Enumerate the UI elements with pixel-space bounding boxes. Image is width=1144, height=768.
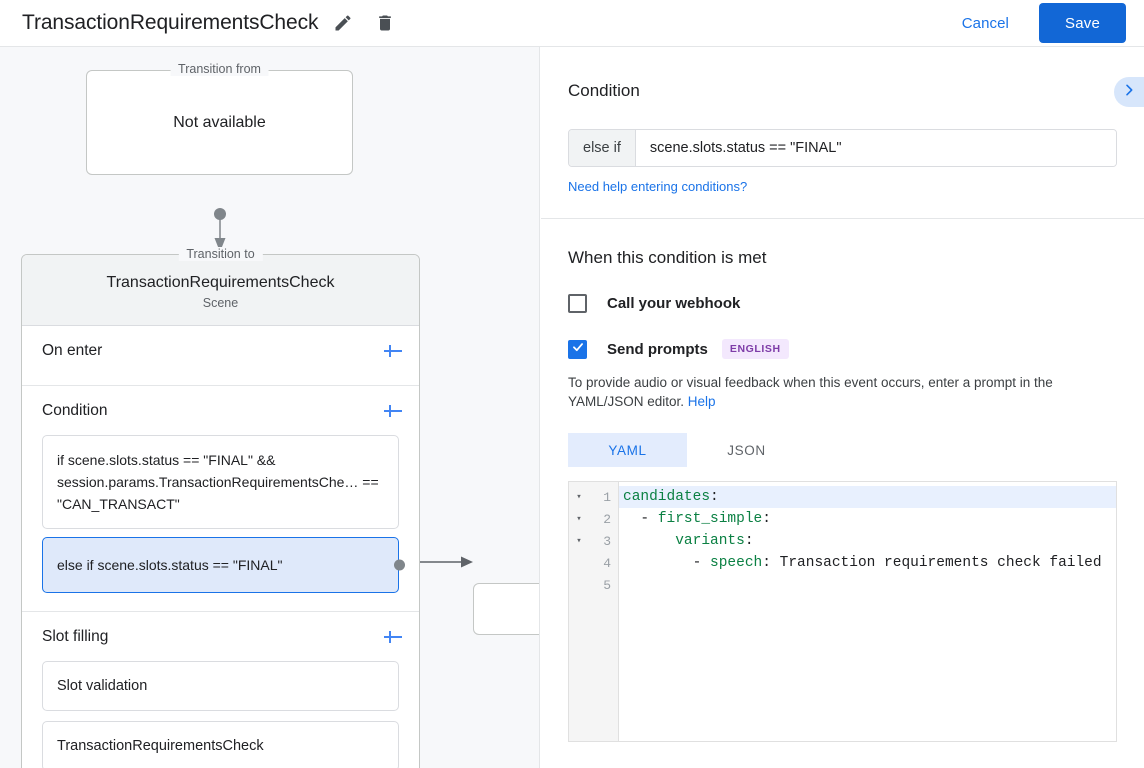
transition-from-card[interactable]: Transition from Not available: [86, 62, 353, 175]
line-number: 1: [603, 489, 611, 505]
send-prompts-label: Send prompts: [607, 340, 708, 358]
condition-prefix-label: else if: [569, 130, 636, 166]
editor-gutter-row: 4: [569, 552, 618, 574]
scene-name: TransactionRequirementsCheck: [106, 274, 335, 291]
tab-json[interactable]: JSON: [727, 442, 766, 458]
condition-input-row[interactable]: else if: [568, 129, 1117, 167]
yaml-text: :: [762, 511, 771, 527]
yaml-text: :: [710, 489, 719, 505]
editor-gutter-row: 5: [569, 574, 618, 596]
section-title-condition: Condition: [42, 401, 108, 419]
line-number: 3: [603, 533, 611, 549]
slot-filling-item[interactable]: TransactionRequirementsCheck: [42, 721, 399, 768]
fold-toggle-icon[interactable]: ▾: [576, 536, 582, 546]
prompts-help-link[interactable]: Help: [687, 394, 716, 409]
condition-heading: Condition: [568, 81, 640, 100]
scene-type: Scene: [202, 296, 239, 310]
add-on-enter-button[interactable]: [381, 339, 405, 363]
call-webhook-checkbox[interactable]: [568, 294, 587, 313]
fold-toggle-icon[interactable]: ▾: [576, 514, 582, 524]
webhook-option-row[interactable]: Call your webhook: [568, 294, 1117, 313]
trash-icon: [375, 13, 395, 33]
section-on-enter: On enter: [22, 326, 419, 386]
line-number: 5: [603, 577, 611, 593]
condition-item-label: else if scene.slots.status == "FINAL": [57, 557, 283, 573]
condition-section: Condition else if Need help entering con…: [541, 47, 1144, 196]
line-number: 2: [603, 511, 611, 527]
yaml-key: candidates: [623, 489, 711, 505]
editor-code-line[interactable]: variants:: [619, 530, 1116, 552]
transition-target-stub-card[interactable]: [473, 583, 539, 635]
delete-button[interactable]: [368, 6, 402, 40]
editor-gutter-row: ▾1: [569, 486, 618, 508]
editor-code-line[interactable]: - speech: Transaction requirements check…: [619, 552, 1116, 574]
section-head-condition: Condition: [22, 386, 419, 435]
condition-details-panel: Condition else if Need help entering con…: [541, 47, 1144, 768]
slot-filling-item[interactable]: Slot validation: [42, 661, 399, 711]
expand-panel-button[interactable]: [1114, 77, 1144, 107]
section-title-on-enter: On enter: [42, 341, 103, 359]
chevron-right-icon: [1121, 82, 1137, 103]
yaml-text: -: [623, 555, 711, 571]
condition-item-selected[interactable]: else if scene.slots.status == "FINAL": [42, 537, 405, 593]
yaml-key: first_simple: [657, 511, 763, 527]
save-button[interactable]: Save: [1039, 3, 1126, 43]
condition-help-link[interactable]: Need help entering conditions?: [568, 179, 748, 194]
call-webhook-label: Call your webhook: [607, 295, 741, 312]
check-icon: [571, 340, 585, 359]
yaml-key: variants: [675, 533, 745, 549]
condition-item[interactable]: if scene.slots.status == "FINAL" && sess…: [42, 435, 399, 529]
transition-to-legend: Transition to: [178, 247, 263, 261]
transition-from-value: Not available: [173, 113, 266, 131]
scene-graph-panel[interactable]: Transition from Not available Transition…: [0, 47, 540, 768]
section-head-slot-filling: Slot filling: [22, 612, 419, 661]
language-badge: ENGLISH: [721, 339, 789, 359]
edit-title-button[interactable]: [326, 6, 360, 40]
editor-code-line[interactable]: - first_simple:: [619, 508, 1116, 530]
condition-connector-dot: [394, 559, 405, 571]
transition-to-scene-card[interactable]: Transition to TransactionRequirementsChe…: [21, 247, 420, 768]
section-title-slot-filling: Slot filling: [42, 627, 109, 645]
yaml-text: [623, 533, 675, 549]
cancel-button[interactable]: Cancel: [950, 7, 1021, 40]
editor-gutter-row: ▾3: [569, 530, 618, 552]
condition-expression-input[interactable]: [635, 130, 1116, 166]
when-condition-met-heading: When this condition is met: [568, 248, 767, 267]
editor-format-tabs: YAML JSON: [568, 433, 1117, 467]
page-title: TransactionRequirementsCheck: [22, 11, 319, 34]
scene-card-header: Transition to TransactionRequirementsChe…: [22, 247, 419, 326]
add-condition-button[interactable]: [381, 399, 405, 423]
fold-toggle-icon[interactable]: ▾: [576, 492, 582, 502]
tab-yaml[interactable]: YAML: [568, 433, 687, 467]
section-head-on-enter: On enter: [22, 326, 419, 375]
yaml-text: : Transaction requirements check failed: [762, 555, 1102, 571]
when-condition-met-section: When this condition is met Call your web…: [541, 219, 1144, 742]
yaml-text: :: [744, 533, 754, 549]
yaml-key: speech: [710, 555, 763, 571]
transition-from-legend: Transition from: [170, 62, 269, 76]
prompts-hint-copy: To provide audio or visual feedback when…: [568, 375, 1053, 409]
panel-divider: [541, 218, 1144, 219]
editor-code-area[interactable]: candidates: - first_simple: variants: - …: [619, 482, 1116, 741]
yaml-text: -: [623, 511, 658, 527]
send-prompts-checkbox[interactable]: [568, 339, 587, 359]
body-area: Transition from Not available Transition…: [0, 47, 1144, 768]
section-slot-filling: Slot filling Slot validation Transaction…: [22, 612, 419, 768]
add-slot-filling-button[interactable]: [381, 625, 405, 649]
line-number: 4: [603, 555, 611, 571]
send-prompts-option-row[interactable]: Send prompts ENGLISH: [568, 339, 1117, 359]
top-app-bar: TransactionRequirementsCheck Cancel Save: [0, 0, 1144, 47]
editor-code-line[interactable]: [619, 574, 1116, 596]
pencil-icon: [333, 13, 353, 33]
editor-code-line[interactable]: candidates:: [619, 486, 1116, 508]
editor-gutter-row: ▾2: [569, 508, 618, 530]
section-condition: Condition if scene.slots.status == "FINA…: [22, 386, 419, 612]
prompts-hint-text: To provide audio or visual feedback when…: [568, 373, 1117, 411]
